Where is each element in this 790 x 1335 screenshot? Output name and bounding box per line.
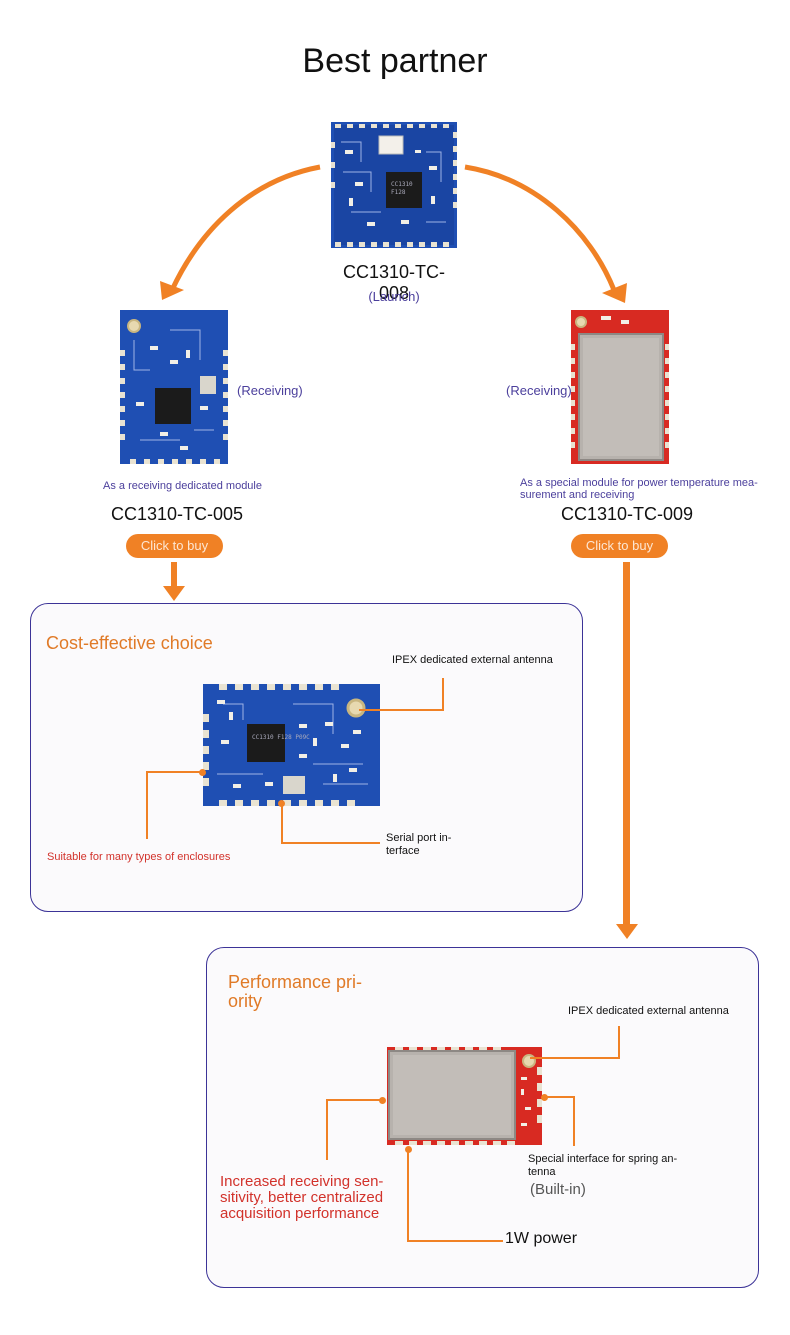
right-click-to-buy-button[interactable]: Click to buy bbox=[571, 534, 668, 558]
cost-chip-marking: CC1310 F128 P09C bbox=[252, 734, 310, 741]
cost-serial-dot bbox=[278, 800, 285, 807]
cost-serial-leader-v bbox=[281, 804, 283, 844]
performance-power-label: 1W power bbox=[505, 1230, 578, 1247]
performance-module-image bbox=[387, 1047, 542, 1145]
cost-enclosure-label: Suitable for many types of enclosures bbox=[47, 851, 231, 863]
cost-serial-label: Serial port in- terface bbox=[386, 832, 451, 858]
left-arrow-head bbox=[163, 586, 185, 601]
cost-panel-module-image: CC1310 F128 P09C bbox=[203, 684, 380, 806]
performance-sensitivity-leader-h bbox=[326, 1099, 382, 1101]
performance-antenna-leader-v bbox=[618, 1026, 620, 1059]
right-description-line2: surement and receiving bbox=[520, 488, 635, 501]
left-click-to-buy-button[interactable]: Click to buy bbox=[126, 534, 223, 558]
left-module-image bbox=[120, 310, 228, 464]
right-role: (Receiving) bbox=[506, 383, 572, 398]
performance-power-leader-v bbox=[407, 1150, 409, 1242]
launch-module-image: CC1310 F128 bbox=[331, 122, 457, 248]
left-part-number: CC1310-TC-005 bbox=[111, 504, 244, 524]
right-arrow-head bbox=[616, 924, 638, 939]
right-arrow-shaft bbox=[623, 562, 630, 926]
left-arrow-shaft bbox=[171, 562, 177, 590]
svg-text:CC1310: CC1310 bbox=[391, 181, 413, 188]
performance-title-line2: ority bbox=[228, 990, 263, 1011]
performance-panel-title: Performance pri- ority bbox=[228, 973, 362, 1011]
performance-power-dot bbox=[405, 1146, 412, 1153]
arrow-to-right bbox=[464, 164, 617, 291]
launch-part-number: CC1310-TC-008 bbox=[342, 262, 446, 303]
arrow-head-left bbox=[160, 281, 184, 300]
performance-spring-label: Special interface for spring an- tenna bbox=[528, 1153, 677, 1179]
cost-serial-label-line1: Serial port in- bbox=[386, 832, 452, 844]
cost-enclosure-leader-h bbox=[146, 771, 202, 773]
svg-text:F128: F128 bbox=[391, 189, 406, 196]
arrow-head-right bbox=[602, 283, 627, 303]
right-module-image bbox=[571, 310, 669, 464]
performance-antenna-leader-h bbox=[530, 1057, 620, 1059]
performance-spring-label-line1: Special interface for spring an- bbox=[528, 1153, 678, 1165]
cost-serial-label-line2: terface bbox=[386, 845, 420, 858]
cost-enclosure-dot bbox=[199, 769, 206, 776]
right-part-number: CC1310-TC-009 bbox=[561, 504, 694, 524]
performance-builtin-label: (Built-in) bbox=[530, 1181, 586, 1198]
cost-enclosure-leader-v bbox=[146, 771, 148, 839]
cost-serial-leader-h bbox=[281, 842, 380, 844]
performance-sensitivity-dot bbox=[379, 1097, 386, 1104]
performance-sensitivity-line2: sitivity, better centralized bbox=[220, 1189, 384, 1207]
performance-antenna-label: IPEX dedicated external antenna bbox=[568, 1005, 729, 1017]
cost-antenna-leader-v bbox=[442, 678, 444, 711]
cost-antenna-label: IPEX dedicated external antenna bbox=[392, 654, 553, 666]
performance-spring-leader-v bbox=[573, 1096, 575, 1146]
right-description: As a special module for power temperatur… bbox=[520, 477, 758, 501]
performance-title-line1: Performance pri- bbox=[228, 972, 363, 992]
left-role: (Receiving) bbox=[237, 383, 303, 398]
page-title: Best partner bbox=[302, 42, 488, 80]
performance-spring-leader-h bbox=[544, 1096, 575, 1098]
left-description: As a receiving dedicated module bbox=[103, 480, 262, 492]
cost-panel-title: Cost-effective choice bbox=[46, 633, 213, 653]
performance-sensitivity-line3: acquisition performance bbox=[220, 1205, 380, 1223]
launch-role: (Launch) bbox=[368, 289, 420, 304]
performance-sensitivity-label: Increased receiving sen- sitivity, bette… bbox=[220, 1173, 384, 1223]
cost-antenna-leader-h bbox=[359, 709, 444, 711]
performance-sensitivity-line1: Increased receiving sen- bbox=[220, 1173, 384, 1190]
curved-arrows bbox=[160, 164, 627, 303]
right-description-line1: As a special module for power temperatur… bbox=[520, 477, 758, 489]
performance-spring-label-line2: tenna bbox=[528, 1166, 556, 1179]
arrow-to-left bbox=[169, 164, 321, 292]
performance-power-leader-h bbox=[407, 1240, 503, 1242]
performance-sensitivity-leader-v bbox=[326, 1099, 328, 1160]
